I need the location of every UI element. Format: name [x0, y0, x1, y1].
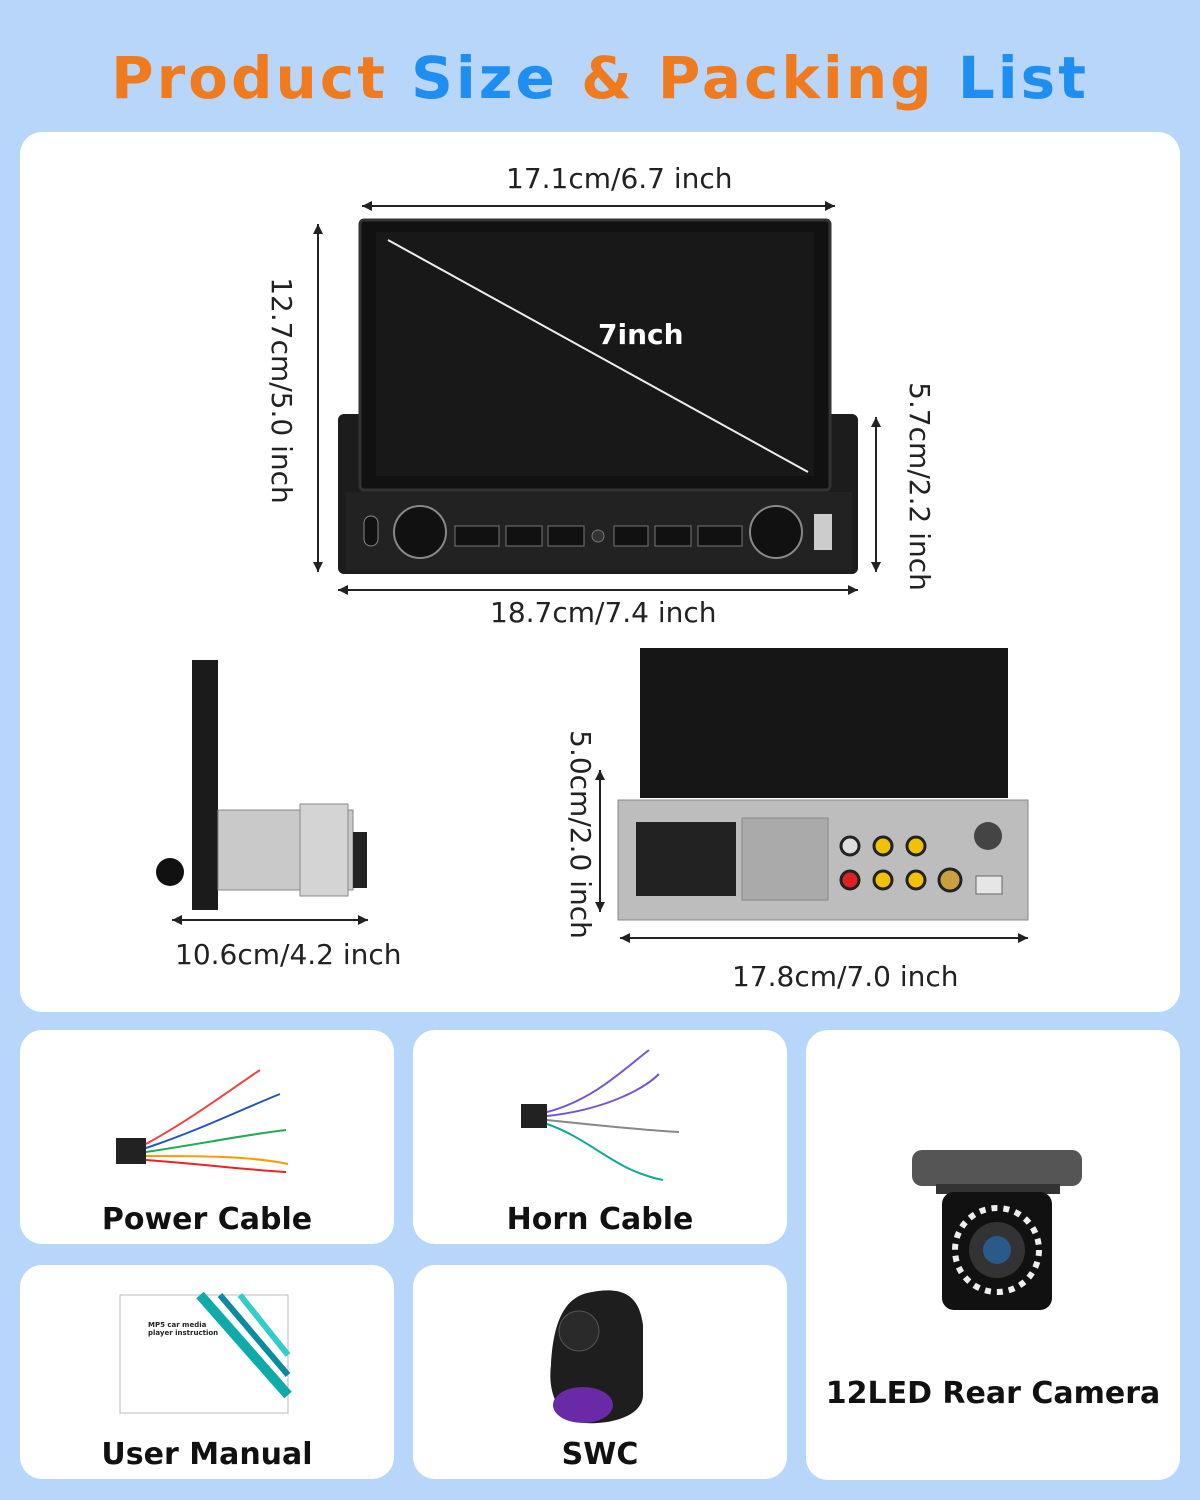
title-word-packing: Packing: [657, 44, 935, 112]
manual-icon: [119, 1291, 292, 1414]
dim-back-height: 5.0cm/2.0 inch: [563, 730, 597, 939]
dim-width-bottom: 18.7cm/7.4 inch: [490, 596, 717, 629]
title-word-size: Size: [411, 44, 558, 112]
horn-cable-label: Horn Cable: [506, 1202, 694, 1237]
packing-item-power-cable: Power Cable: [20, 1030, 394, 1244]
dim-width-top: 17.1cm/6.7 inch: [506, 162, 733, 195]
power-cable-label: Power Cable: [101, 1202, 313, 1237]
packing-item-rear-camera: 12LED Rear Camera: [806, 1030, 1180, 1480]
steering-remote-icon: [550, 1290, 643, 1424]
side-view-image: [156, 660, 368, 925]
rear-camera-label: 12LED Rear Camera: [825, 1376, 1161, 1411]
screen-size-label: 7inch: [598, 318, 684, 351]
back-view-image: [595, 648, 1029, 943]
user-manual-label: User Manual: [101, 1437, 313, 1472]
front-unit-image: [313, 201, 881, 595]
packing-item-horn-cable: Horn Cable: [413, 1030, 787, 1244]
dim-side-depth: 10.6cm/4.2 inch: [175, 938, 402, 971]
dimensions-card: 7inch 17.1cm/6.7 inch 12.7cm/5.0 inch 5.…: [20, 132, 1180, 1012]
title-word-list: List: [957, 44, 1089, 112]
swc-label: SWC: [561, 1437, 639, 1472]
horn-cable-icon: [521, 1049, 680, 1181]
rear-camera-icon: [912, 1150, 1082, 1310]
page-title: Product Size & Packing List: [0, 40, 1200, 116]
packing-item-user-manual: MP5 car media player instruction User Ma…: [20, 1265, 394, 1479]
manual-cover-text: MP5 car media player instruction: [148, 1321, 219, 1337]
power-cable-icon: [116, 1069, 289, 1173]
title-word-and: &: [581, 44, 635, 112]
packing-item-swc: SWC: [413, 1265, 787, 1479]
dim-back-width: 17.8cm/7.0 inch: [732, 960, 959, 993]
title-word-product: Product: [111, 44, 388, 112]
